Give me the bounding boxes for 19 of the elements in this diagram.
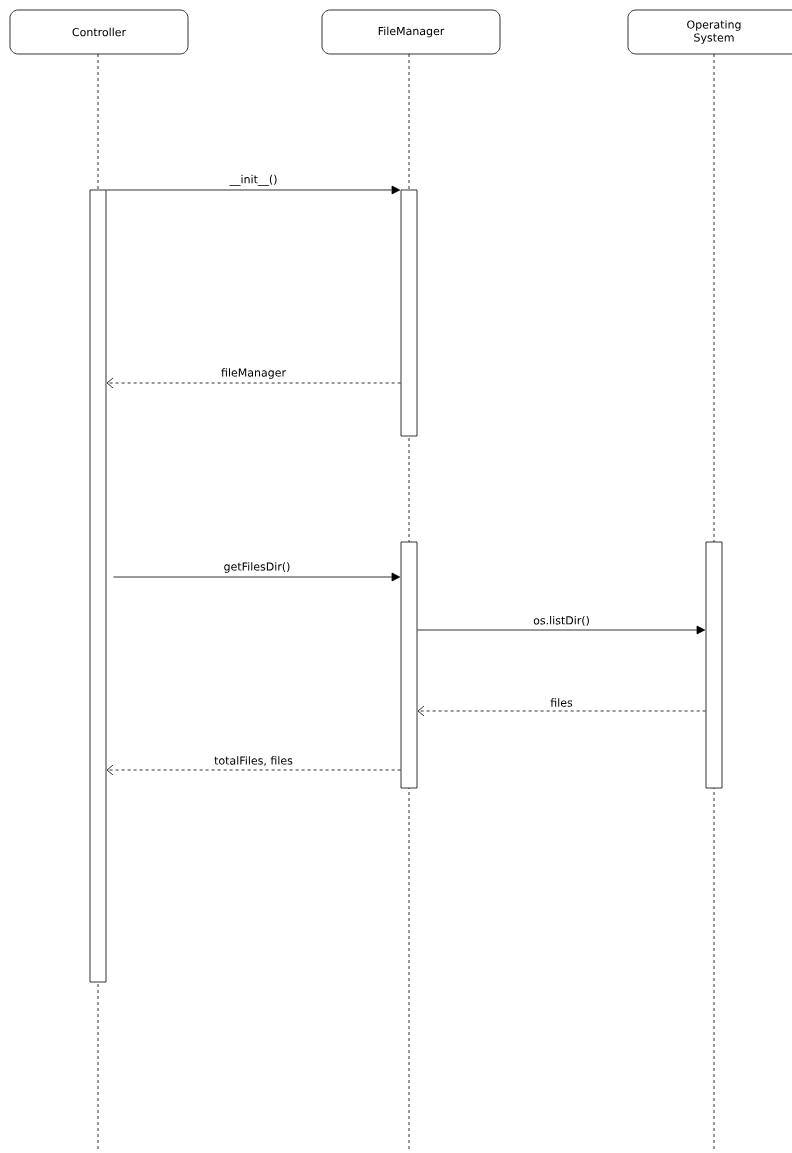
message-label: files [550,698,573,707]
message-arrow [113,572,401,582]
activation-bar [400,189,418,437]
message-label: os.listDir() [533,616,589,626]
message-label: getFilesDir() [224,562,290,573]
activation-bar [89,189,107,983]
activation-bar [400,541,418,789]
lifeline-header: FileManager [321,9,501,55]
lifeline-header: Operating System [627,9,792,55]
message-arrow [417,705,706,717]
message-label: totalFiles, files [214,756,293,766]
message-arrow [417,625,706,635]
message-label: fileManager [221,368,286,379]
activation-bar [705,541,723,789]
message-arrow [106,377,401,389]
message-label: __init__() [229,174,277,186]
message-arrow [106,185,401,195]
lifeline-header: Controller [9,9,189,55]
message-arrow [106,764,401,776]
